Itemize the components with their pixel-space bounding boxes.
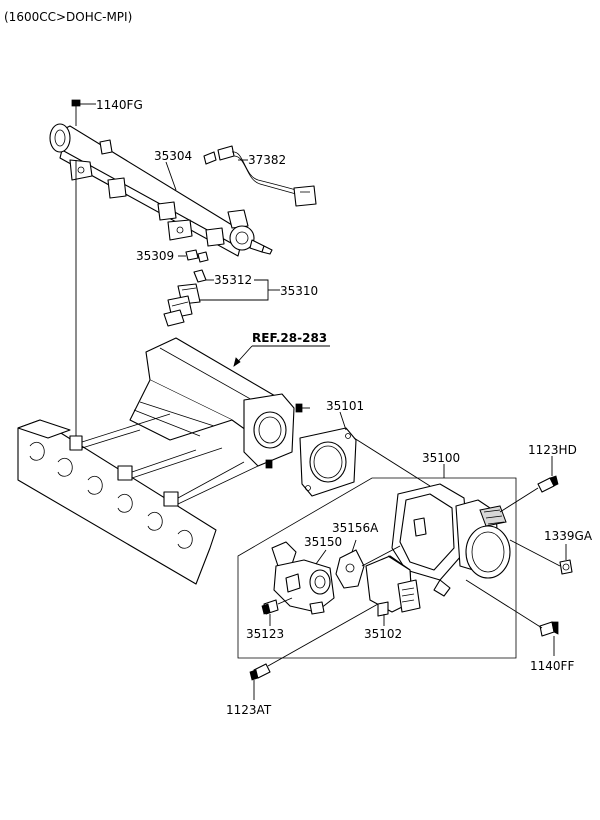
label-35304: 35304: [154, 149, 192, 163]
bolt-1140ff-icon: [539, 621, 559, 637]
label-35100: 35100: [422, 451, 460, 465]
label-1123at: 1123AT: [226, 703, 272, 717]
label-35156a: 35156A: [332, 521, 379, 535]
o-ring-35309: [185, 249, 209, 263]
label-ref-28-283: REF.28-283: [252, 331, 327, 345]
bolt-1123at-icon: [249, 663, 271, 681]
label-35150: 35150: [304, 535, 342, 549]
fuel-rail: [49, 123, 273, 257]
label-35101: 35101: [326, 399, 364, 413]
throttle-body: [391, 483, 511, 597]
label-37382: 37382: [248, 153, 286, 167]
sensor-35102: [365, 555, 421, 617]
screw-35123-icon: [261, 599, 279, 615]
seal-35156a: [335, 549, 365, 589]
diagram-title: (1600CC>DOHC-MPI): [4, 10, 132, 24]
label-35102: 35102: [364, 627, 402, 641]
label-35309: 35309: [136, 249, 174, 263]
assembly-box: [237, 477, 517, 659]
label-1123hd: 1123HD: [528, 443, 577, 457]
bolt-1123hd-icon: [537, 475, 559, 493]
label-1140ff: 1140FF: [530, 659, 574, 673]
intake-manifold: [17, 337, 310, 585]
nut-1339ga-icon: [559, 559, 573, 575]
label-1140fg: 1140FG: [96, 98, 143, 112]
actuator-35150: [271, 541, 335, 615]
label-1339ga: 1339GA: [544, 529, 593, 543]
fuel-injector: [163, 269, 207, 327]
bolt-1140fg-icon: [71, 99, 81, 126]
label-35123: 35123: [246, 627, 284, 641]
wiring-harness: [203, 145, 317, 207]
gasket-35101: [299, 427, 357, 497]
label-35312: 35312: [214, 273, 252, 287]
label-35310: 35310: [280, 284, 318, 298]
